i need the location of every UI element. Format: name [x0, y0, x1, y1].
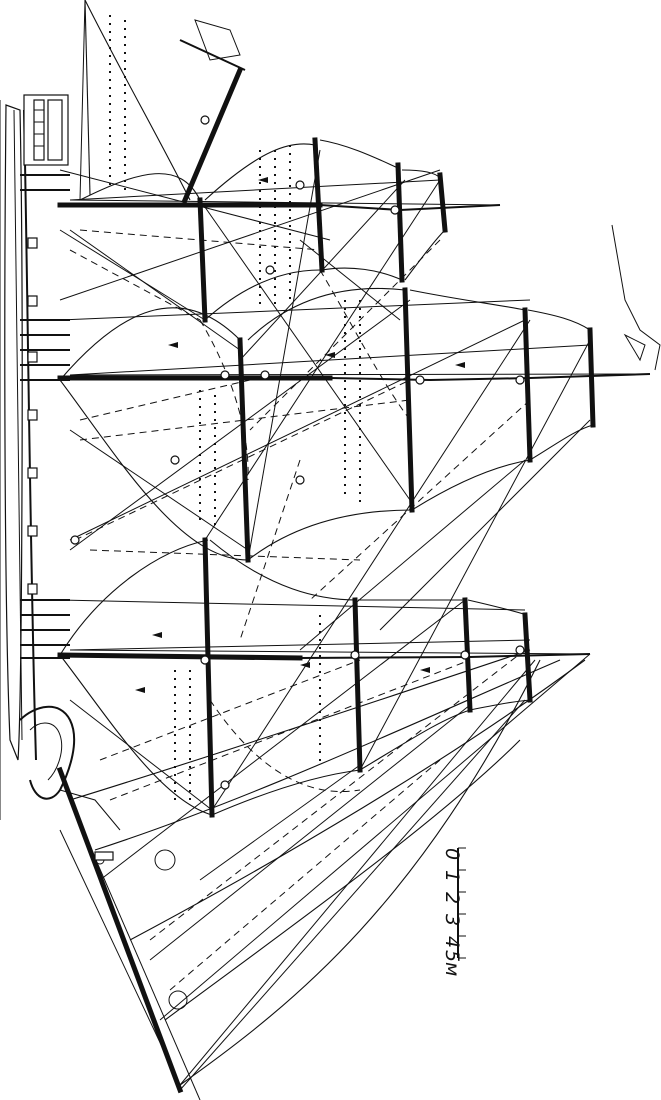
sails [59, 139, 594, 1086]
scale-tick-5: 5 [441, 950, 463, 962]
gunports [27, 237, 38, 595]
stern-gallery [23, 94, 69, 166]
scale-tick-2: 2 [441, 892, 463, 904]
mizzen-mast [57, 0, 501, 211]
bow-head [19, 705, 121, 831]
running-rigging [69, 229, 531, 991]
reef-points [109, 15, 361, 805]
spanker [84, 0, 244, 204]
hull [0, 94, 201, 1100]
scale-tick-0: 0 [441, 848, 463, 860]
bowsprit [56, 766, 201, 1100]
scale-unit: м [441, 962, 463, 976]
yards [197, 137, 596, 818]
standing-rigging [59, 149, 651, 1091]
scale-bar: 0 1 2 3 4 5 м [441, 847, 466, 976]
blocks [70, 115, 525, 790]
sheet-arrows [135, 177, 465, 693]
scale-tick-1: 1 [441, 870, 463, 882]
scale-tick-4: 4 [441, 936, 463, 948]
scale-tick-3: 3 [441, 914, 463, 926]
fore-mast [57, 652, 591, 661]
